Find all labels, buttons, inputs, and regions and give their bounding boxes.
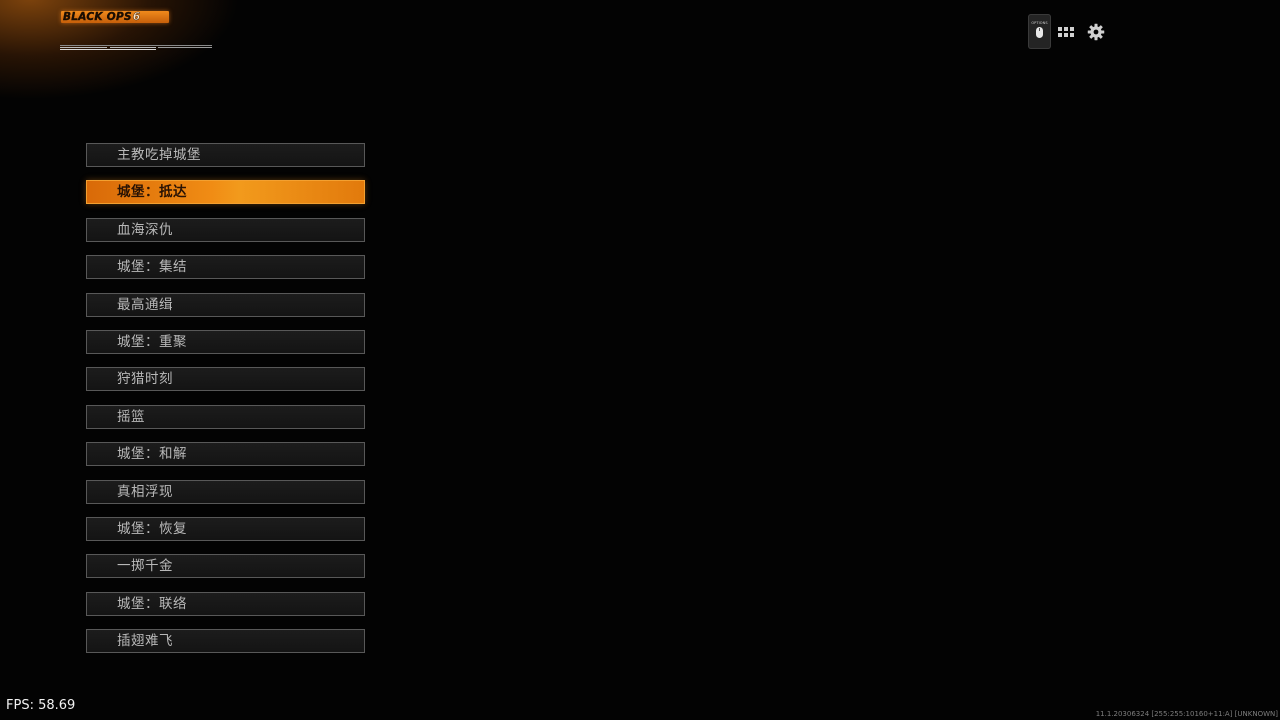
menu-item-label: 最高通缉 [117, 297, 173, 313]
menu-item[interactable]: 最高通缉 [86, 293, 365, 317]
game-logo: BLACK OPS6 [61, 11, 169, 23]
menu-item-label: 城堡：联络 [117, 596, 187, 612]
gear-icon[interactable] [1087, 23, 1105, 41]
menu-item[interactable]: 城堡：集结 [86, 255, 365, 279]
mouse-icon [1036, 27, 1043, 38]
menu-item[interactable]: 城堡：恢复 [86, 517, 365, 541]
menu-item[interactable]: 一掷千金 [86, 554, 365, 578]
logo-subtitle-lines [60, 45, 212, 52]
menu-item[interactable]: 血海深仇 [86, 218, 365, 242]
options-label: OPTIONS [1031, 21, 1048, 25]
menu-item-label: 城堡：集结 [117, 259, 187, 275]
logo-wordmark: BLACK OPS [63, 11, 132, 23]
menu-item[interactable]: 主教吃掉城堡 [86, 143, 365, 167]
menu-item-label: 一掷千金 [117, 558, 173, 574]
fps-counter: FPS: 58.69 [6, 698, 76, 713]
grid-icon[interactable] [1058, 27, 1074, 37]
menu-item-label: 城堡：和解 [117, 446, 187, 462]
build-version: 11.1.20306324 [255:255:10160+11:A] [UNKN… [1095, 710, 1278, 718]
menu-item[interactable]: 城堡：重聚 [86, 330, 365, 354]
menu-item-label: 血海深仇 [117, 222, 173, 238]
logo-number: 6 [132, 11, 141, 23]
menu-item[interactable]: 狩猎时刻 [86, 367, 365, 391]
menu-item[interactable]: 城堡：抵达 [86, 180, 365, 204]
menu-item-label: 城堡：恢复 [117, 521, 187, 537]
menu-item[interactable]: 真相浮现 [86, 480, 365, 504]
menu-item-label: 摇篮 [117, 409, 145, 425]
menu-item[interactable]: 城堡：和解 [86, 442, 365, 466]
menu-item-label: 插翅难飞 [117, 633, 173, 649]
logo-text: BLACK OPS6 [63, 11, 141, 23]
menu-item[interactable]: 摇篮 [86, 405, 365, 429]
menu-item-label: 城堡：重聚 [117, 334, 187, 350]
menu-item-label: 主教吃掉城堡 [117, 147, 201, 163]
options-button[interactable]: OPTIONS [1028, 14, 1051, 49]
menu-item[interactable]: 城堡：联络 [86, 592, 365, 616]
menu-item[interactable]: 插翅难飞 [86, 629, 365, 653]
menu-item-label: 狩猎时刻 [117, 371, 173, 387]
menu-item-label: 真相浮现 [117, 484, 173, 500]
menu-item-label: 城堡：抵达 [117, 184, 187, 200]
